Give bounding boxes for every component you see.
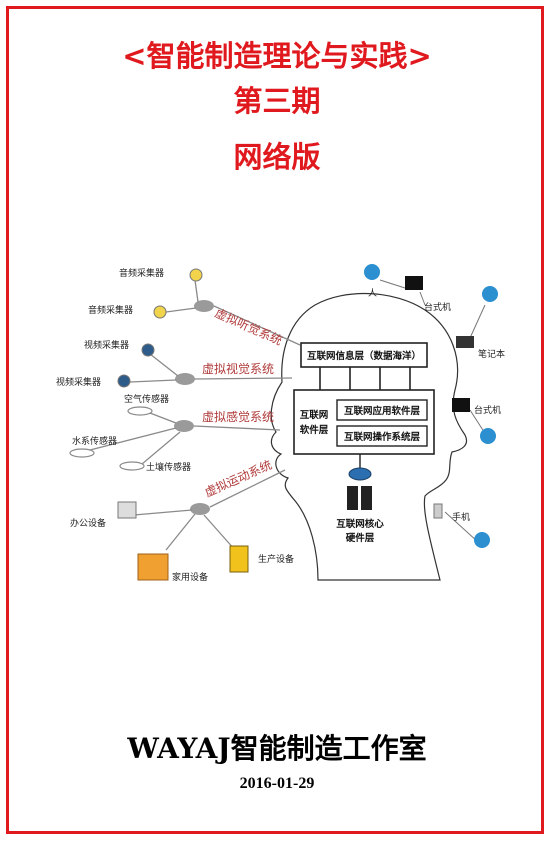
server-icon [347, 486, 358, 510]
internet-brain-diagram: 互联网信息层（数据海洋） 互联网 软件层 互联网应用软件层 互联网操作系统层 互… [56, 264, 505, 583]
desktop-icon-2 [452, 398, 470, 412]
home-appliance-label: 家用设备 [172, 571, 208, 583]
issue-date: 2016-01-29 [239, 775, 315, 792]
issue-label: 第三期 [233, 84, 321, 118]
app-layer-label: 互联网应用软件层 [344, 405, 421, 417]
vision-hub [175, 373, 195, 385]
hearing-channel-label: 虚拟听觉系统 [213, 306, 284, 348]
os-layer-box [336, 425, 428, 447]
air-sensor-loop [127, 406, 153, 416]
os-layer-label: 互联网操作系统层 [344, 431, 421, 443]
router-icon [348, 467, 372, 481]
software-layer-label-2: 软件层 [300, 424, 329, 436]
cover-title: <智能制造理论与实践> [122, 39, 432, 73]
person-icon [364, 264, 380, 280]
production-equipment-label: 生产设备 [258, 553, 294, 565]
sense-hub [174, 420, 194, 432]
desktop-icon [405, 276, 423, 290]
home-appliance-icon [137, 553, 169, 581]
soil-sensor-label: 土壤传感器 [146, 461, 191, 473]
office-equipment-label: 办公设备 [70, 517, 106, 529]
person-icon-4 [474, 532, 490, 548]
edition-label: 网络版 [233, 140, 321, 174]
software-layer-label-1: 互联网 [300, 409, 329, 421]
layer-connectors [319, 367, 411, 390]
soil-sensor-loop [119, 461, 145, 471]
person-icon-3 [480, 428, 496, 444]
app-layer-box [336, 399, 428, 421]
microphone-icon [189, 268, 203, 282]
phone-icon [433, 503, 443, 519]
webcam-icon [141, 343, 155, 357]
person-icon-2 [482, 286, 498, 302]
video-collector-2-label: 视频采集器 [56, 376, 101, 388]
desktop-1-label: 台式机 [424, 301, 451, 313]
notebook-label: 笔记本 [478, 348, 505, 360]
cover-border [6, 6, 544, 834]
person-label: 人 [368, 288, 377, 299]
forklift-icon [229, 545, 249, 573]
water-sensor-label: 水系传感器 [72, 435, 117, 447]
core-layer-label-2: 硬件层 [346, 532, 375, 544]
info-layer-label: 互联网信息层（数据海洋） [307, 350, 421, 362]
vision-channel-label: 虚拟视觉系统 [202, 361, 274, 376]
audio-collector-2-label: 音频采集器 [88, 304, 133, 316]
audio-collector-1-label: 音频采集器 [119, 267, 164, 279]
microphone-icon-2 [153, 305, 167, 319]
hearing-hub [194, 300, 214, 312]
printer-icon [117, 501, 137, 519]
air-sensor-label: 空气传感器 [124, 393, 169, 405]
desktop-2-label: 台式机 [474, 404, 501, 416]
water-sensor-loop [69, 448, 95, 458]
notebook-icon [456, 336, 474, 348]
info-layer-box [300, 342, 428, 368]
sense-channel-label: 虚拟感觉系统 [202, 409, 274, 424]
studio-name: WAYAJ智能制造工作室 [127, 732, 427, 765]
video-collector-1-label: 视频采集器 [84, 339, 129, 351]
phone-label: 手机 [452, 511, 470, 523]
server-icon-2 [361, 486, 372, 510]
webcam-icon-2 [117, 374, 131, 388]
motion-hub [190, 503, 210, 515]
core-layer-label-1: 互联网核心 [336, 518, 384, 530]
